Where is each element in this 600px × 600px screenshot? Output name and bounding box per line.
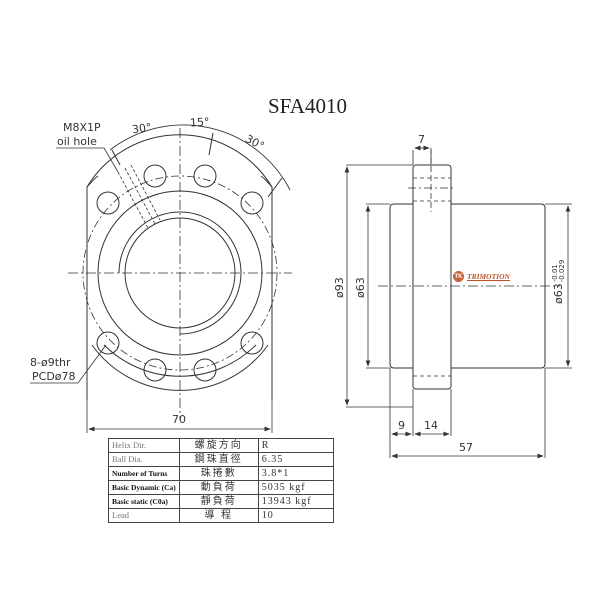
fit-tolerance-lower: -0.029 [558,259,566,283]
spec-value: 6.35 [257,452,334,467]
spec-value: 5035 kgf [257,480,334,495]
width-dimension: 70 [172,413,186,426]
total-length-dim: 57 [459,441,473,454]
side-view: path d="M413,165 L448,165 Q451,165 451,1… [344,145,572,459]
bolt-holes [96,164,264,382]
pcd-label: PCDø78 [32,370,76,383]
table-row: Number of Turns 珠捲數 3.8*1 [108,466,334,481]
part-number-title: SFA4010 [268,94,347,118]
body-diameter-dim: ø63 [354,277,367,298]
table-row: Basic Dynamic (Ca) 動負荷 5035 kgf [108,480,334,495]
spec-label-cn: 螺旋方向 [178,438,259,453]
spec-label-cn: 靜負荷 [178,494,259,509]
offset-dim: 9 [398,419,405,432]
logo-text: TRIMOTION [467,272,510,281]
spec-label-en: Basic static (C0a) [108,494,180,509]
spec-table: Helix Dir. 螺旋方向 R Ball Dia. 鋼珠直徑 6.35 Nu… [108,438,334,523]
table-row: Basic static (C0a) 靜負荷 13943 kgf [108,494,334,509]
fit-diameter-dim: ø63-0.01-0.029 [551,259,566,304]
spec-label-en: Number of Turns [108,466,180,481]
fit-diameter-value: ø63 [552,283,565,304]
spec-label-cn: 珠捲數 [178,466,259,481]
oil-hole-label: oil hole [57,135,97,148]
logo-badge-icon: TK [453,271,464,282]
table-row: Ball Dia. 鋼珠直徑 6.35 [108,452,334,467]
spec-value: 10 [257,508,334,523]
oil-hole-spec: M8X1P [63,121,101,134]
spec-label-en: Ball Dia. [108,452,180,467]
spec-label-cn: 導 程 [178,508,259,523]
spec-label-en: Lead [108,508,180,523]
spec-label-cn: 動負荷 [178,480,259,495]
front-view-flange [86,134,273,400]
angle-label-left: 30° [131,120,153,137]
table-row: Lead 導 程 10 [108,508,334,523]
spec-value: 13943 kgf [257,494,334,509]
spec-label-en: Basic Dynamic (Ca) [108,480,180,495]
flange-thickness-dim: 7 [418,133,425,146]
angle-label-middle: 15° [189,115,210,130]
spec-label-en: Helix Dir. [108,438,180,453]
inner-ring [118,211,242,335]
trimotion-logo: TK TRIMOTION [453,271,510,282]
table-row: Helix Dir. 螺旋方向 R [108,438,334,453]
spec-value: R [257,438,334,453]
bolt-hole-spec: 8-ø9thr [30,356,71,369]
spec-label-cn: 鋼珠直徑 [178,452,259,467]
flange-width-dim: 14 [424,419,438,432]
flange-diameter-dim: ø93 [333,277,346,298]
spec-value: 3.8*1 [257,466,334,481]
